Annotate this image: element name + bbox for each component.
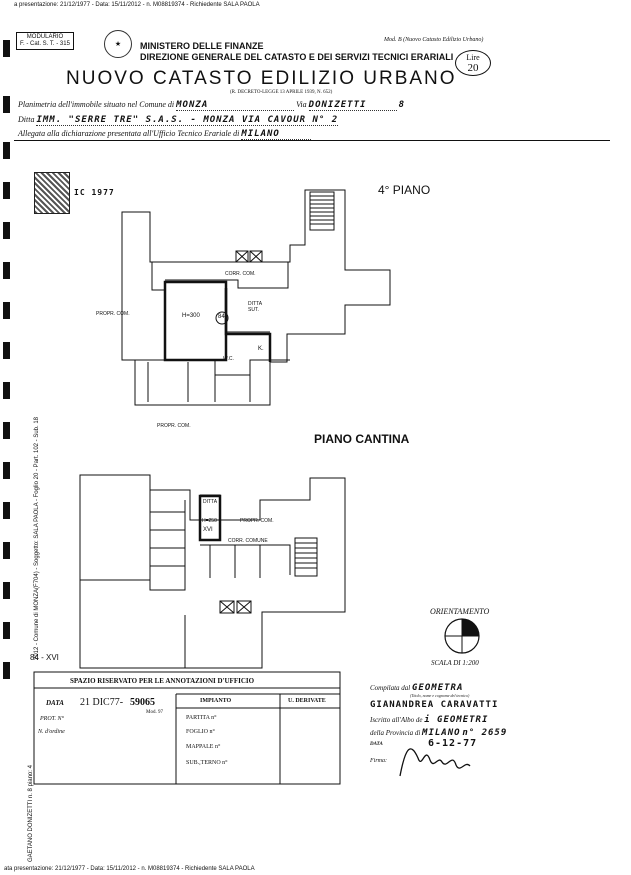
stamp-date: IC 1977 bbox=[74, 188, 115, 197]
binder-mark bbox=[3, 262, 10, 279]
partita-label: PARTITA n° bbox=[186, 715, 217, 721]
compilata-title: GEOMETRA bbox=[412, 683, 464, 693]
binder-mark bbox=[3, 182, 10, 199]
bottom-strip: ata presentazione: 21/12/1977 - Data: 15… bbox=[4, 866, 255, 872]
ministry-line2: DIREZIONE GENERALE DEL CATASTO E DEI SER… bbox=[140, 52, 454, 62]
civico-value: 8 bbox=[398, 100, 406, 110]
office-box-header: SPAZIO RISERVATO PER LE ANNOTAZIONI D'UF… bbox=[70, 677, 255, 685]
scale-label: SCALA DI 1:200 bbox=[431, 659, 479, 667]
derivate-header: U. DERIVATE bbox=[288, 698, 326, 704]
office-date-value: 21 DIC77- bbox=[80, 697, 124, 708]
binder-mark bbox=[3, 302, 10, 319]
planimetria-label: Planimetria dell'immobile situato nel Co… bbox=[18, 100, 175, 109]
room-label: W.C. bbox=[223, 356, 234, 362]
height-label: H=300 bbox=[182, 313, 200, 319]
comune-value: MONZA bbox=[176, 100, 295, 111]
compilata-date: 6-12-77 bbox=[428, 738, 478, 749]
compilata-date-label: DATA bbox=[370, 742, 383, 747]
modulario-label: MODULARIO bbox=[26, 34, 64, 40]
albo-number: n° 2659 bbox=[462, 728, 508, 738]
emblem-icon: ★ bbox=[104, 30, 132, 58]
allegata-label: Allegata alla dichiarazione presentata a… bbox=[18, 129, 240, 138]
top-strip: a presentazione: 21/12/1977 - Data: 15/1… bbox=[14, 2, 260, 8]
office-number: 59065 bbox=[130, 697, 155, 708]
binder-mark bbox=[3, 342, 10, 359]
albo-value: i GEOMETRI bbox=[424, 715, 489, 725]
foglio-label: FOGLIO n° bbox=[186, 729, 215, 735]
floor-label-cantina: PIANO CANTINA bbox=[314, 432, 410, 446]
via-label: Via bbox=[296, 100, 307, 109]
binder-mark bbox=[3, 96, 10, 113]
ditta-label: Ditta bbox=[18, 115, 35, 124]
compilata-label: Compilata dal bbox=[370, 684, 411, 692]
unit-number: 84 bbox=[218, 314, 225, 320]
height-label: H=250 bbox=[202, 518, 217, 524]
sheet-number: 84 - XVI bbox=[30, 653, 59, 662]
floor-label-4: 4° PIANO bbox=[378, 183, 431, 197]
via-value: DONIZETTI bbox=[308, 100, 397, 111]
room-label: PROPR. COM. bbox=[157, 423, 191, 429]
binder-mark bbox=[3, 622, 10, 639]
binder-mark bbox=[3, 382, 10, 399]
binder-mark bbox=[3, 422, 10, 439]
technician-name: GIANANDREA CARAVATTI bbox=[370, 700, 499, 710]
compass-icon bbox=[444, 618, 480, 654]
mod-97: Mod. 97 bbox=[146, 710, 163, 715]
provincia-row: della Provincia di MILANO n° 2659 bbox=[370, 728, 507, 738]
ufficio-value: MILANO bbox=[241, 129, 312, 140]
lire-stamp: Lire 20 bbox=[455, 50, 491, 76]
subalterno-label: SUB.,TERNO n° bbox=[186, 760, 228, 766]
unit-number: XVI bbox=[203, 527, 213, 533]
binder-mark bbox=[3, 662, 10, 679]
modulario-code: F. - Cat. S. T. - 315 bbox=[20, 41, 70, 47]
orientation-label: ORIENTAMENTO bbox=[430, 607, 490, 616]
binder-mark bbox=[3, 502, 10, 519]
room-label: CORR. COMUNE bbox=[228, 538, 268, 544]
room-label: PROPR. COM. bbox=[96, 311, 130, 317]
iscritto-row: Iscritto all'Albo de i GEOMETRI bbox=[370, 715, 488, 725]
office-date-label: DATA bbox=[46, 699, 64, 707]
ministry-line1: MINISTERO DELLE FINANZE bbox=[140, 41, 264, 51]
provincia-label: della Provincia di bbox=[370, 729, 421, 737]
binder-mark bbox=[3, 462, 10, 479]
binder-mark bbox=[3, 142, 10, 159]
compilata-sub: (Titolo, nome e cognome del tecnico) bbox=[410, 693, 470, 698]
binder-mark bbox=[3, 582, 10, 599]
iscritto-label: Iscritto all'Albo de bbox=[370, 716, 423, 724]
room-label: CORR. COM. bbox=[225, 271, 256, 277]
planimetria-row: Planimetria dell'immobile situato nel Co… bbox=[18, 100, 405, 111]
firma-label: Firma: bbox=[370, 758, 387, 764]
impianto-header: IMPIANTO bbox=[200, 698, 232, 704]
prot-label: PROT. N° bbox=[40, 716, 64, 722]
room-label: K. bbox=[258, 346, 264, 352]
lire-label: Lire bbox=[466, 53, 480, 62]
binder-mark bbox=[3, 40, 10, 57]
ditta-value: IMM. "SERRE TRE" S.A.S. - MONZA VIA CAVO… bbox=[36, 115, 339, 126]
main-title: NUOVO CATASTO EDILIZIO URBANO bbox=[66, 68, 457, 89]
mappale-label: MAPPALE n° bbox=[186, 744, 221, 750]
lire-value: 20 bbox=[467, 62, 479, 74]
mod-b: Mod. B (Nuovo Catasto Edilizio Urbano) bbox=[384, 37, 484, 43]
binder-mark bbox=[3, 542, 10, 559]
modulario-box: MODULARIO F. - Cat. S. T. - 315 bbox=[16, 32, 74, 50]
office-stamp bbox=[34, 172, 70, 214]
ditta-row: Ditta IMM. "SERRE TRE" S.A.S. - MONZA VI… bbox=[18, 115, 339, 126]
binder-mark bbox=[3, 222, 10, 239]
ordine-label: N. d'ordine bbox=[38, 729, 65, 735]
provincia-value: MILANO bbox=[422, 728, 461, 738]
header-divider bbox=[14, 140, 610, 141]
decree: (R. DECRETO-LEGGE 13 APRILE 1939, N. 652… bbox=[230, 90, 333, 95]
room-label: PROPR. COM. bbox=[240, 518, 274, 524]
compilata-row: Compilata dal GEOMETRA bbox=[370, 683, 463, 693]
room-label: DITTA bbox=[203, 499, 218, 505]
room-label: DITTA SUT. bbox=[248, 301, 262, 313]
allegata-row: Allegata alla dichiarazione presentata a… bbox=[18, 129, 312, 140]
